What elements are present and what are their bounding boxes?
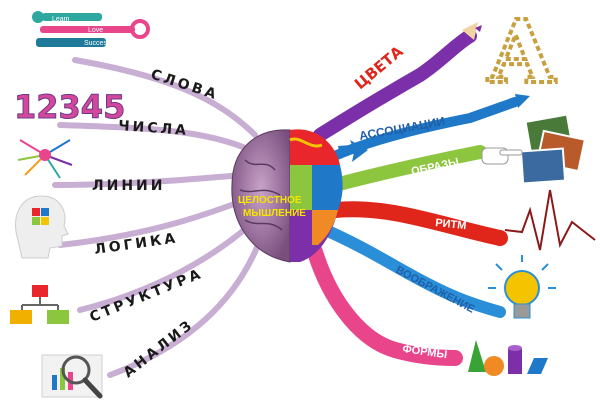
- chain-letter: A: [487, 2, 556, 103]
- key-text-1: Leam: [52, 16, 70, 23]
- right-labels: ЦВЕТА АССОЦИАЦИИ ОБРАЗЫ РИТМ ВООБРАЖЕНИЕ…: [351, 42, 476, 361]
- key-text-2: Love: [88, 27, 103, 34]
- branch-obrazy-ribbon: [328, 145, 487, 192]
- key-icon: Leam Love Success: [32, 11, 150, 47]
- branch-ritm-ribbon: [327, 201, 508, 246]
- pencil-icon: [462, 22, 482, 40]
- right-branches: [307, 29, 520, 366]
- brain-illustration: ЦЕЛОСТНОЕ МЫШЛЕНИЕ: [231, 129, 343, 263]
- branch-formy-ribbon: [307, 244, 463, 366]
- label-analiz: АНАЛИЗ: [121, 316, 198, 381]
- head-puzzle-icon: [14, 195, 69, 259]
- lightbulb-icon: [488, 255, 556, 319]
- photos-stack-icon: [519, 113, 587, 185]
- branch-chisla-line: [57, 122, 253, 153]
- center-title-line2: МЫШЛЕНИЕ: [243, 208, 306, 219]
- branch-slova-line: [72, 57, 258, 138]
- numbers-icon: 12345: [14, 88, 126, 127]
- label-struktura: СТРУКТУРА: [88, 266, 206, 326]
- label-chisla: ЧИСЛА: [118, 118, 190, 139]
- arrow-icons: [338, 94, 530, 162]
- left-branches: [52, 57, 261, 378]
- brain-right-hemisphere: [289, 129, 343, 262]
- numbers-text: 12345: [14, 88, 125, 126]
- geometric-shapes-icon: [468, 340, 548, 376]
- center-title-line1: ЦЕЛОСТНОЕ: [238, 195, 302, 206]
- label-slova: СЛОВА: [149, 67, 221, 104]
- branch-cveta-ribbon: [313, 29, 477, 142]
- structure-flowchart-icon: [10, 285, 69, 324]
- heartbeat-line-icon: [504, 189, 596, 251]
- key-text-3: Success: [84, 40, 111, 47]
- pointing-hand-icon: [481, 147, 523, 165]
- brain-left-hemisphere: [231, 129, 291, 263]
- label-voobrazhenie: ВООБРАЖЕНИЕ: [394, 264, 477, 316]
- chain-letter-icon: A: [485, 0, 558, 105]
- label-ritm: РИТМ: [435, 217, 467, 232]
- branch-struktura-line: [77, 222, 253, 313]
- label-linii: ЛИНИИ: [92, 178, 166, 194]
- branch-linii-line: [52, 172, 248, 188]
- branch-analiz-line: [107, 242, 261, 378]
- lines-network-icon: [17, 139, 73, 179]
- branch-logika-line: [57, 197, 248, 248]
- branch-voobrazhenie-ribbon: [324, 226, 506, 318]
- magnifier-chart-icon: [41, 354, 103, 399]
